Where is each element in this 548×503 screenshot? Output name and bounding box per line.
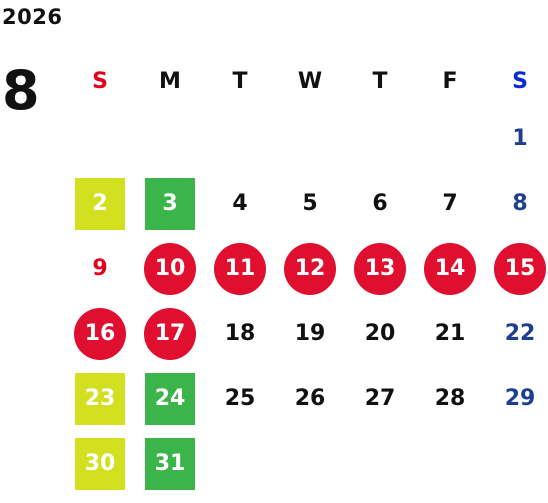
date-number-6: 6 <box>372 191 388 216</box>
date-cell[interactable]: 12 <box>275 236 345 301</box>
weekday-label-fri: F <box>442 68 458 94</box>
date-cell[interactable]: 30 <box>65 431 135 496</box>
date-number-25: 25 <box>224 386 256 411</box>
date-cell[interactable]: 6 <box>345 171 415 236</box>
date-cell[interactable]: 18 <box>205 301 275 366</box>
date-cell[interactable]: 14 <box>415 236 485 301</box>
date-cell[interactable]: 2 <box>65 171 135 236</box>
date-number-4: 4 <box>232 191 248 216</box>
week-row: 9 10 11 12 13 14 15 <box>65 236 548 301</box>
date-cell[interactable]: 16 <box>65 301 135 366</box>
date-number-12: 12 <box>284 242 336 295</box>
date-cell[interactable]: 24 <box>135 366 205 431</box>
date-number-13: 13 <box>354 242 406 295</box>
date-number-31: 31 <box>145 437 195 490</box>
date-number-3: 3 <box>145 177 195 230</box>
date-cell[interactable]: 7 <box>415 171 485 236</box>
calendar-year: 2026 <box>2 5 63 29</box>
date-cell[interactable]: 27 <box>345 366 415 431</box>
date-cell[interactable]: 9 <box>65 236 135 301</box>
date-cell[interactable]: 8 <box>485 171 548 236</box>
date-number-26: 26 <box>294 386 326 411</box>
date-number-29: 29 <box>504 386 536 411</box>
date-cell[interactable]: 17 <box>135 301 205 366</box>
date-cell[interactable]: 29 <box>485 366 548 431</box>
date-cell[interactable]: 23 <box>65 366 135 431</box>
date-cell[interactable]: 13 <box>345 236 415 301</box>
date-cell[interactable]: 4 <box>205 171 275 236</box>
week-row: 1 <box>65 106 548 171</box>
date-cell[interactable]: 25 <box>205 366 275 431</box>
date-number-19: 19 <box>294 321 326 346</box>
date-cell[interactable]: 21 <box>415 301 485 366</box>
week-row: 23 24 25 26 27 28 29 <box>65 366 548 431</box>
date-number-28: 28 <box>434 386 466 411</box>
week-row: 30 31 <box>65 431 548 496</box>
date-number-15: 15 <box>494 242 546 295</box>
weekday-label-wed: W <box>297 68 323 94</box>
date-cell[interactable]: 28 <box>415 366 485 431</box>
date-cell[interactable]: 26 <box>275 366 345 431</box>
date-number-11: 11 <box>214 242 266 295</box>
date-number-22: 22 <box>504 321 536 346</box>
date-number-2: 2 <box>75 177 125 230</box>
date-cell[interactable]: 19 <box>275 301 345 366</box>
date-number-24: 24 <box>145 372 195 425</box>
date-cell[interactable]: 1 <box>485 106 548 171</box>
date-cell[interactable]: 15 <box>485 236 548 301</box>
date-cell[interactable]: 11 <box>205 236 275 301</box>
date-cell[interactable]: 3 <box>135 171 205 236</box>
date-number-20: 20 <box>364 321 396 346</box>
date-number-30: 30 <box>75 437 125 490</box>
date-number-7: 7 <box>442 191 458 216</box>
date-number-9: 9 <box>92 256 108 281</box>
date-cell[interactable]: 20 <box>345 301 415 366</box>
weekday-label-thu: T <box>372 68 388 94</box>
date-number-21: 21 <box>434 321 466 346</box>
date-number-18: 18 <box>224 321 256 346</box>
date-number-14: 14 <box>424 242 476 295</box>
date-number-8: 8 <box>512 191 528 216</box>
date-cell[interactable]: 5 <box>275 171 345 236</box>
date-cell[interactable]: 10 <box>135 236 205 301</box>
weekday-label-mon: M <box>159 68 181 94</box>
date-number-17: 17 <box>144 307 196 360</box>
calendar-month: 8 <box>2 59 40 122</box>
date-number-23: 23 <box>75 372 125 425</box>
weekday-label-sat: S <box>512 68 528 94</box>
weekday-label-sun: S <box>92 68 108 94</box>
date-number-5: 5 <box>302 191 318 216</box>
date-number-27: 27 <box>364 386 396 411</box>
week-row: 16 17 18 19 20 21 22 <box>65 301 548 366</box>
date-cell[interactable]: 31 <box>135 431 205 496</box>
date-number-16: 16 <box>74 307 126 360</box>
date-cell[interactable]: 22 <box>485 301 548 366</box>
date-number-10: 10 <box>144 242 196 295</box>
date-number-1: 1 <box>512 126 528 151</box>
weekday-label-tue: T <box>232 68 248 94</box>
